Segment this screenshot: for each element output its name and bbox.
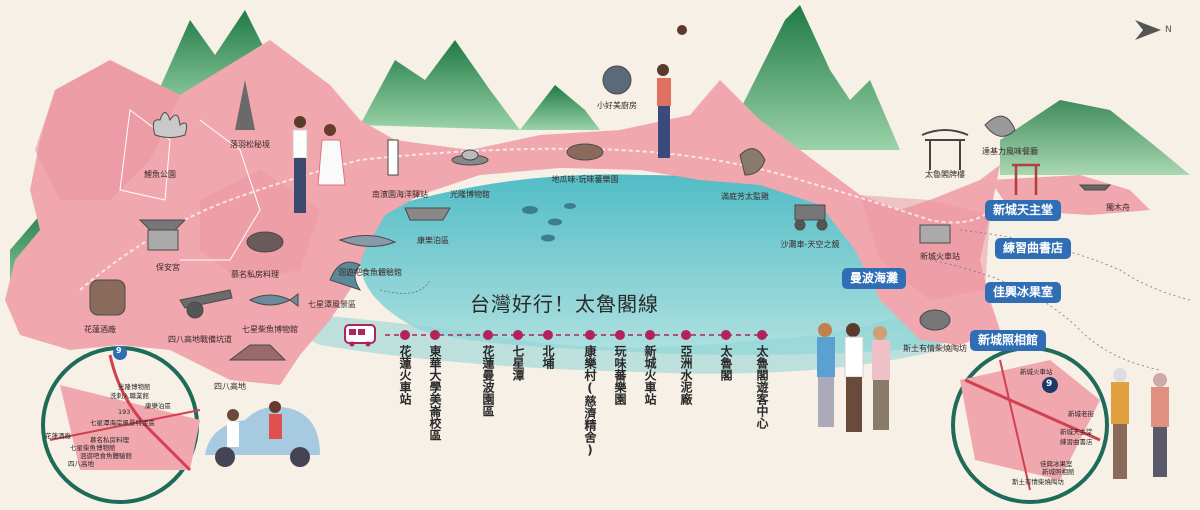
place-label-qixing_fish[interactable]: 七星柴魚博物館 xyxy=(242,325,298,334)
place-label-fortyeight[interactable]: 四八高地 xyxy=(214,382,246,391)
route-stop-label: 北埔 xyxy=(541,345,555,369)
route-stop-dot[interactable] xyxy=(400,330,410,340)
route-stop-label: 康樂村(慈濟精舍) xyxy=(583,345,597,457)
route-stop-dot[interactable] xyxy=(757,330,767,340)
inset-left-label: 七星潭海岸風景特定區 xyxy=(90,419,155,427)
place-label-luoyu[interactable]: 落羽松秘境 xyxy=(230,140,270,149)
route-stop-dot[interactable] xyxy=(615,330,625,340)
place-label-qixing_scenic[interactable]: 七星潭風景區 xyxy=(308,300,356,309)
route-stop-5[interactable]: 康樂村(慈濟精舍) xyxy=(583,345,597,457)
inset-right-label: 斯土有情柴燒陶坊 xyxy=(1012,478,1064,486)
badge-photo[interactable]: 新城照相館 xyxy=(970,330,1047,351)
route-stop-4[interactable]: 北埔 xyxy=(541,345,555,369)
place-label-taroko_arch[interactable]: 太魯閣牌樓 xyxy=(925,170,965,179)
place-label-teapot[interactable]: 斯土有情柴燒陶坊 xyxy=(903,344,967,353)
route-stop-9[interactable]: 太魯閣 xyxy=(719,345,733,381)
place-label-marlin[interactable]: 洄遊吧食魚體驗館 xyxy=(338,268,402,277)
inset-right-label: 新城火車站 xyxy=(1020,368,1053,376)
route-stop-dot[interactable] xyxy=(681,330,691,340)
place-label-kangle[interactable]: 康樂泊區 xyxy=(417,236,449,245)
place-label-cheese[interactable]: 滿庭芳太監雞 xyxy=(721,192,769,201)
bus-icon xyxy=(344,324,376,347)
inset-left-label: 洄遊吧食魚體驗館 xyxy=(80,452,132,460)
route-stop-dot[interactable] xyxy=(543,330,553,340)
route-stop-10[interactable]: 太魯閣遊客中心 xyxy=(755,345,769,429)
place-label-xincheng_station[interactable]: 新城火車站 xyxy=(920,252,960,261)
illustrations xyxy=(89,65,1112,361)
place-label-dakeli[interactable]: 達基力風味餐廳 xyxy=(982,147,1038,156)
compass-icon xyxy=(1135,20,1161,40)
route-stop-8[interactable]: 亞洲水泥廠 xyxy=(679,345,693,405)
route-stop-dot[interactable] xyxy=(585,330,595,340)
place-label-canoe[interactable]: 獨木舟 xyxy=(1106,203,1130,212)
inset-map-right xyxy=(951,346,1109,504)
place-label-bunker[interactable]: 四八高地戰備坑道 xyxy=(168,335,232,344)
badge-jiaxing[interactable]: 佳興冰果室 xyxy=(985,282,1062,303)
route-stop-dot[interactable] xyxy=(645,330,655,340)
inset-right-label: 佳興冰果室 xyxy=(1040,460,1073,468)
route-stop-label: 亞洲水泥廠 xyxy=(679,345,693,405)
route-stop-label: 新城火車站 xyxy=(643,345,657,405)
inset-right-label: 新城天主堂 xyxy=(1060,428,1093,436)
inset-left-label: 慕名私房料理 xyxy=(90,436,129,444)
route-stop-dot[interactable] xyxy=(513,330,523,340)
place-label-lotus[interactable]: 鯉魚公園 xyxy=(144,170,176,179)
inset-right-label: 新城老街 xyxy=(1068,410,1094,418)
inset-left-label: 四八高地 xyxy=(68,460,94,468)
place-label-baoan[interactable]: 保安宮 xyxy=(156,263,180,272)
place-label-ufo[interactable]: 光隆博物館 xyxy=(450,190,490,199)
compass-label: N xyxy=(1165,25,1172,35)
inset-left-label: 光隆博物館 xyxy=(118,383,151,391)
place-label-farm[interactable]: 慕名私房料理 xyxy=(231,270,279,279)
route-stop-dot[interactable] xyxy=(721,330,731,340)
inset-right-label: 新城照相館 xyxy=(1042,468,1075,476)
inset-map-left xyxy=(41,346,201,504)
route-stop-dot[interactable] xyxy=(430,330,440,340)
route-stop-label: 太魯閣遊客中心 xyxy=(755,345,769,429)
inset-left-road-number: 193 xyxy=(118,408,131,416)
route-stop-3[interactable]: 七星潭 xyxy=(511,345,525,381)
place-label-atv[interactable]: 沙灘車-天空之鏡 xyxy=(780,240,840,249)
inset-left-label: 洗刺入職業館 xyxy=(110,392,149,400)
bus-route-line xyxy=(344,324,770,347)
route-stop-dot[interactable] xyxy=(483,330,493,340)
route-stop-6[interactable]: 玩味蕃樂園 xyxy=(613,345,627,405)
route-title: 台灣好行！太魯閣線 xyxy=(470,292,659,316)
place-label-lighthouse[interactable]: 南濱園海洋驛站 xyxy=(372,190,428,199)
badge-manbo[interactable]: 曼波海灘 xyxy=(842,268,907,289)
route-stop-label: 七星潭 xyxy=(511,345,525,381)
route-stop-label: 花蓮曼波園區 xyxy=(481,345,495,417)
route-stop-label: 花蓮火車站 xyxy=(398,345,412,405)
people-illustrations xyxy=(205,25,1169,479)
route-stop-1[interactable]: 東華大學美崙校區 xyxy=(428,345,442,441)
route-stop-7[interactable]: 新城火車站 xyxy=(643,345,657,405)
route-stop-label: 東華大學美崙校區 xyxy=(428,345,442,441)
badge-church[interactable]: 新城天主堂 xyxy=(985,200,1062,221)
badge-calligraphy[interactable]: 練習曲書店 xyxy=(995,238,1072,259)
inset-left-label: 花蓮酒廠 xyxy=(45,432,71,440)
route-stop-2[interactable]: 花蓮曼波園區 xyxy=(481,345,495,417)
route-stop-label: 太魯閣 xyxy=(719,345,733,381)
place-label-winery[interactable]: 花蓮酒廠 xyxy=(84,325,116,334)
fish-icons xyxy=(522,203,576,242)
inset-left-route-number: 9 xyxy=(116,346,122,355)
inset-right-label: 練習曲書店 xyxy=(1060,438,1093,446)
inset-right-route-number: 9 xyxy=(1046,379,1053,389)
place-label-kitchen[interactable]: 小好美廚房 xyxy=(597,101,637,110)
route-stop-label: 玩味蕃樂園 xyxy=(613,345,627,405)
place-label-sweetpotato[interactable]: 地瓜味-玩味蕃樂園 xyxy=(551,175,619,184)
inset-left-label: 七星柴魚博物館 xyxy=(70,444,116,452)
inset-left-label: 康樂泊區 xyxy=(145,402,171,410)
route-stop-0[interactable]: 花蓮火車站 xyxy=(398,345,412,405)
